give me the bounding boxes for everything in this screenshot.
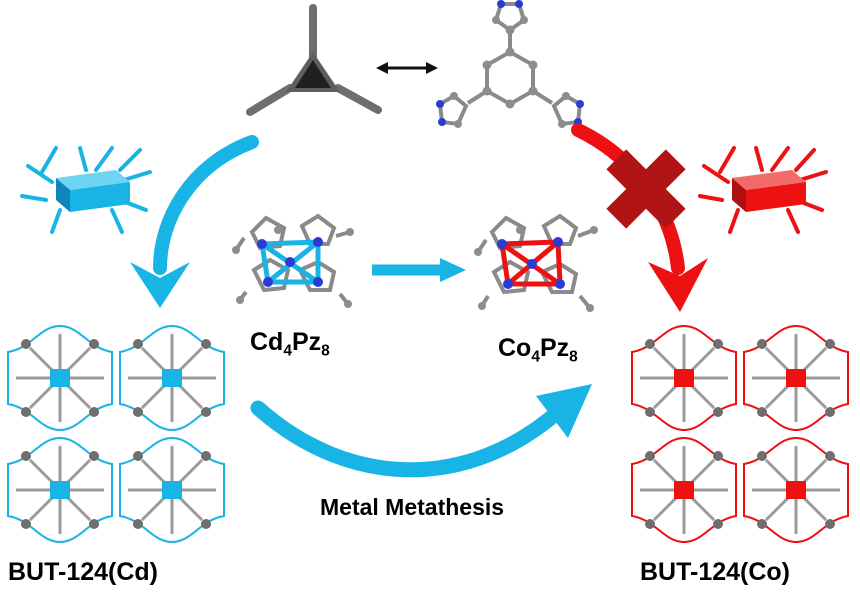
co-cluster-icon	[474, 213, 598, 312]
cd-cluster-label-sub2: 8	[321, 342, 330, 360]
prism-node-body-cyan	[56, 170, 130, 212]
net-tile	[630, 436, 737, 544]
net-tile	[119, 436, 225, 544]
cd-cluster-label-mid: Pz	[291, 328, 322, 356]
cd-cluster-label-main: Cd	[250, 328, 284, 356]
co-cluster-label-sub2: 8	[569, 348, 578, 366]
cyan-arrow-head-cd	[130, 262, 190, 308]
framework-net-icon-co	[630, 324, 849, 544]
net-tile	[6, 324, 113, 432]
cross-icon	[606, 149, 686, 229]
co-cluster-label: Co4Pz8	[498, 334, 578, 366]
co-cluster-label-mid: Pz	[539, 334, 570, 362]
tripodal-linker-icon	[246, 4, 382, 116]
net-tile	[743, 436, 849, 544]
net-tile	[743, 324, 849, 432]
co-cluster-label-sub1: 4	[531, 348, 540, 366]
cyan-arrow-metathesis-head	[536, 384, 592, 438]
cd-cluster-label: Cd4Pz8	[250, 328, 330, 360]
cyan-arrow-cluster-head	[440, 258, 466, 282]
cd-cluster-label-sub1: 4	[283, 342, 292, 360]
cyan-arrow-metathesis	[250, 400, 568, 478]
net-tile	[6, 436, 113, 544]
co-cluster-label-main: Co	[498, 334, 532, 362]
net-tile	[119, 324, 225, 432]
cyan-arrow-to-cd	[153, 135, 259, 275]
red-arrow-head-co	[648, 258, 708, 312]
cd-cluster-icon	[232, 213, 354, 308]
equivalence-double-arrow	[376, 62, 438, 74]
framework-net-icon-cd	[6, 324, 225, 544]
metathesis-label: Metal Metathesis	[320, 494, 505, 520]
framework-co-label: BUT-124(Co)	[640, 558, 791, 586]
net-tile	[630, 324, 737, 432]
triazole-atoms	[436, 0, 584, 128]
framework-cd-label: BUT-124(Cd)	[8, 558, 159, 586]
prism-node-body-red	[732, 170, 806, 212]
prism-node-icon-cyan	[20, 146, 152, 234]
